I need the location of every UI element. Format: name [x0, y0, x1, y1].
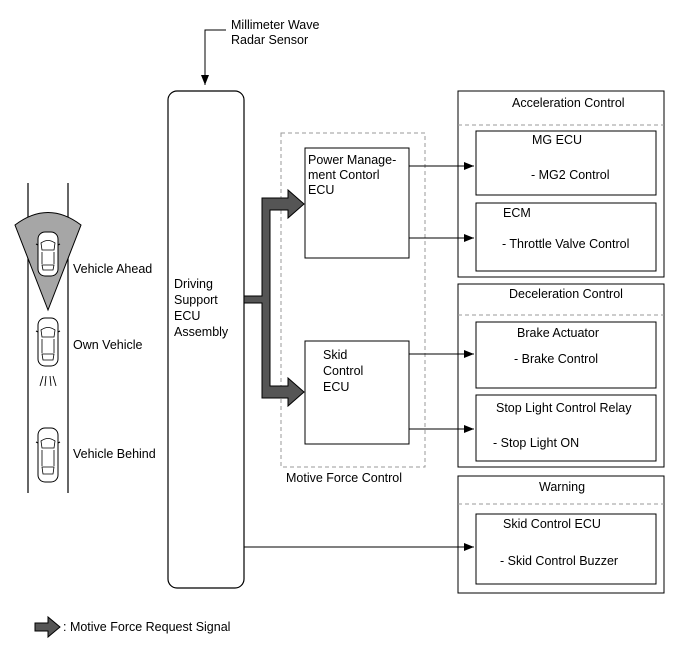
stop-light-relay-box: [475, 394, 657, 462]
warning-skid-ecu-function: - Skid Control Buzzer: [500, 554, 619, 568]
power-management-ecu-label: Power Manage- ment Contorl ECU: [308, 153, 397, 197]
stop-light-relay-function: - Stop Light ON: [493, 436, 580, 450]
motive-force-control-label: Motive Force Control: [286, 471, 403, 485]
legend-label: : Motive Force Request Signal: [63, 620, 231, 634]
warning-title: Warning: [539, 480, 586, 494]
vehicle-ahead-label: Vehicle Ahead: [73, 262, 153, 276]
mg-ecu-name: MG ECU: [532, 133, 582, 147]
motive-force-control-box: [280, 132, 426, 468]
warning-skid-ecu-name: Skid Control ECU: [503, 517, 601, 531]
own-vehicle-label: Own Vehicle: [73, 338, 143, 352]
sensor-label: Millimeter Wave Radar Sensor: [231, 18, 320, 47]
brake-actuator-box: [475, 321, 657, 389]
deceleration-control-title: Deceleration Control: [509, 287, 623, 301]
vehicle-behind-icon: [35, 427, 61, 483]
vehicle-ahead-icon: [35, 231, 61, 277]
warning-skid-ecu-box: [475, 513, 657, 585]
vehicle-behind-label: Vehicle Behind: [73, 447, 156, 461]
skid-control-ecu-box: [304, 340, 410, 445]
driving-support-ecu-box: [167, 90, 245, 589]
ecm-box: [475, 202, 657, 272]
mg-ecu-box: [475, 130, 657, 196]
mg-ecu-function: - MG2 Control: [531, 168, 610, 182]
own-vehicle-icon: [35, 317, 61, 387]
acceleration-control-title: Acceleration Control: [512, 96, 625, 110]
legend-arrow-icon: [34, 615, 61, 639]
power-management-ecu-box: [304, 147, 410, 259]
brake-actuator-name: Brake Actuator: [517, 326, 599, 340]
ecm-function: - Throttle Valve Control: [502, 237, 630, 251]
stop-light-relay-name: Stop Light Control Relay: [496, 401, 632, 415]
sensor-arrow: [201, 29, 226, 85]
ecm-name: ECM: [503, 206, 531, 220]
driving-support-ecu-label: Driving Support ECU Assembly: [174, 277, 229, 339]
brake-actuator-function: - Brake Control: [514, 352, 599, 366]
skid-control-ecu-label: Skid Control ECU: [323, 348, 364, 394]
motive-force-request-arrow: [243, 188, 305, 408]
